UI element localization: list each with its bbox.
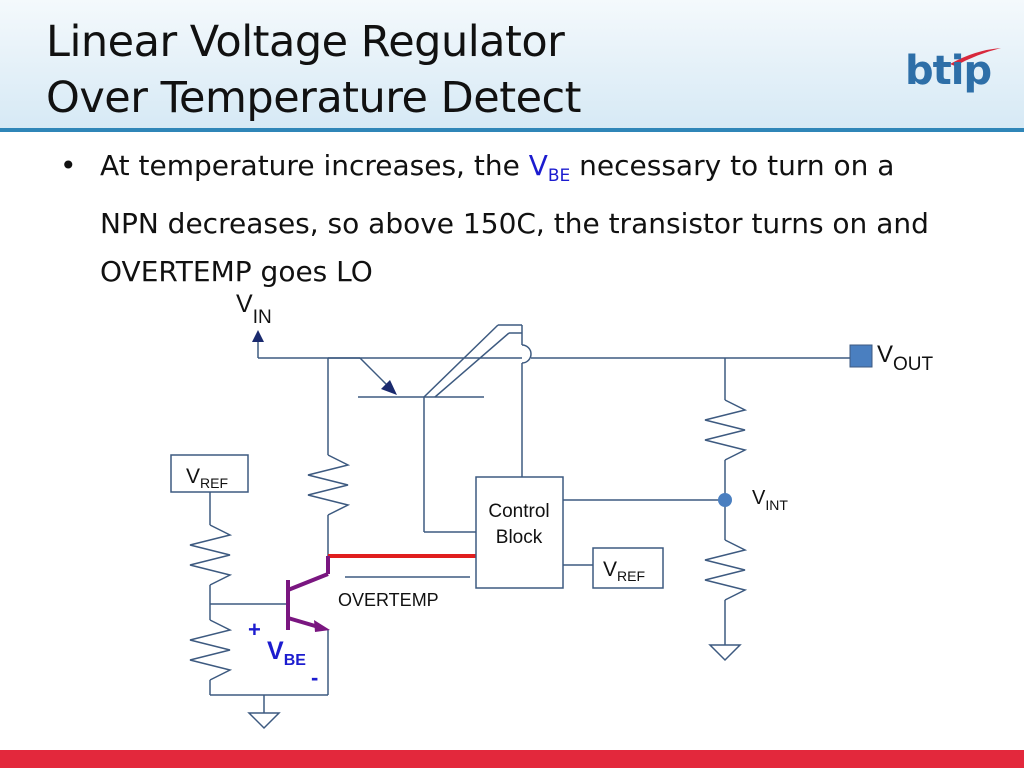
vbe-minus-sign: -: [311, 665, 318, 690]
vout-label: VOUT: [877, 341, 934, 375]
footer-accent-bar: [0, 750, 1024, 768]
control-block-line-2: Block: [496, 527, 543, 548]
vout-terminal: [849, 344, 873, 368]
bullet-marker: •: [60, 149, 77, 182]
logo-swoosh-icon: [950, 48, 1001, 66]
overtemp-label: OVERTEMP: [338, 590, 439, 610]
title-line-1: Linear Voltage Regulator: [46, 17, 565, 67]
bullet-text-before: At temperature increases, the: [100, 149, 529, 182]
sense-transistor-emitter-arrow-icon: [314, 620, 330, 632]
bullet-point: • At temperature increases, the VBE nece…: [60, 142, 960, 296]
bullet-vbe: VBE: [528, 149, 571, 186]
slide-title: Linear Voltage Regulator Over Temperatur…: [46, 14, 582, 126]
control-block-line-1: Control: [488, 501, 549, 522]
vref-left-label: VREF: [186, 465, 228, 491]
vref-right-box: [592, 547, 664, 589]
bullet-text-after: necessary to turn on a NPN decreases, so…: [100, 149, 929, 288]
vint-label: VINT: [752, 487, 788, 513]
vbe-plus-sign: +: [248, 617, 261, 642]
vbe-label: VBE: [267, 637, 306, 669]
bullet-text: At temperature increases, the VBE necess…: [100, 142, 960, 296]
logo-text: btip: [905, 48, 992, 94]
btip-logo: btip: [905, 44, 1010, 106]
sense-transistor: [286, 556, 330, 630]
title-band: [0, 0, 1024, 130]
title-divider: [0, 128, 1024, 132]
bullet-vbe-sub: BE: [547, 166, 571, 186]
vref-right-label: VREF: [603, 558, 645, 584]
vint-node: [718, 493, 732, 507]
pass-transistor-emitter-arrow-icon: [381, 380, 397, 395]
circuit-wires: [189, 324, 850, 730]
vin-arrow-icon: [252, 330, 264, 342]
bullet-vbe-main: V: [528, 149, 548, 182]
title-line-2: Over Temperature Detect: [46, 73, 582, 123]
vin-label: VIN: [236, 290, 272, 328]
vref-left-box: [170, 454, 249, 493]
control-block: [475, 476, 564, 589]
